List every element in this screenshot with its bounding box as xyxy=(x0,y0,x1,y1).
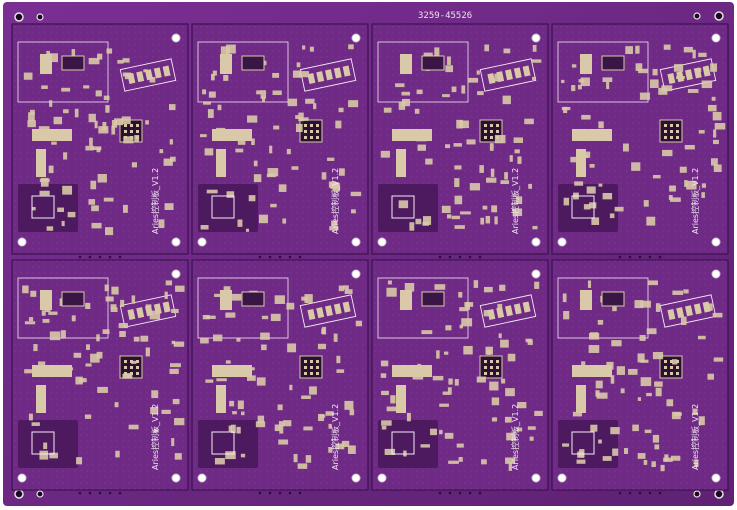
module-label: Aries控制板_V1.2 xyxy=(510,168,520,234)
pcb-module: Aries控制板_V1.2 xyxy=(551,23,729,259)
module-label: Aries控制板_V1.2 xyxy=(150,404,160,470)
module-label: Aries控制板_V1.2 xyxy=(690,404,700,470)
module-label: Aries控制板_V1.2 xyxy=(690,168,700,234)
pcb-module: Aries控制板_V1.2 xyxy=(551,259,729,495)
pcb-module: Aries控制板_V1.2 xyxy=(11,23,189,259)
pcb-module: Aries控制板_V1.2 xyxy=(191,259,369,495)
pcb-module: Aries控制板_V1.2 xyxy=(11,259,189,495)
panel-id-label: 3259-45526 xyxy=(418,11,472,21)
pcb-module: Aries控制板_V1.2 xyxy=(191,23,369,259)
pcb-module: Aries控制板_V1.2 xyxy=(371,259,549,495)
module-label: Aries控制板_V1.2 xyxy=(330,168,340,234)
module-label: Aries控制板_V1.2 xyxy=(510,404,520,470)
rail-holes xyxy=(14,11,724,499)
pcb-module: Aries控制板_V1.2 xyxy=(371,23,549,259)
module-label: Aries控制板_V1.2 xyxy=(330,404,340,470)
module-label: Aries控制板_V1.2 xyxy=(150,168,160,234)
